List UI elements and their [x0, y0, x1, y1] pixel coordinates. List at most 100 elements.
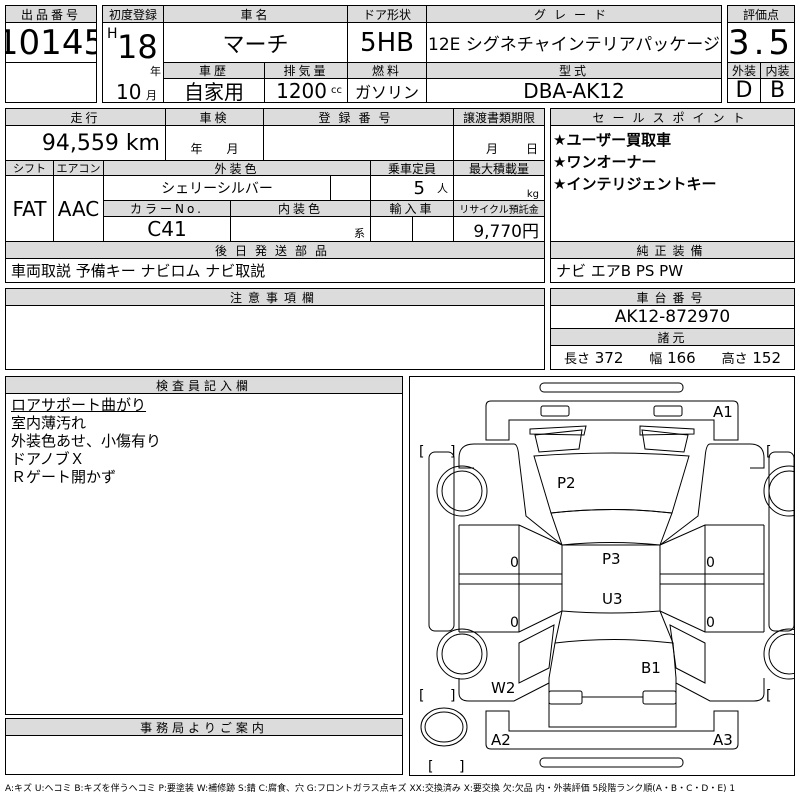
- model-code: DBA-AK12: [426, 78, 722, 103]
- exterior-label: 外装: [727, 62, 761, 79]
- shift-label: シフト: [5, 160, 54, 176]
- score-label: 評価点: [727, 5, 795, 23]
- year-unit: 年: [150, 65, 161, 78]
- exterior-grade: D: [727, 78, 761, 103]
- first-reg-label: 初度登録: [102, 5, 164, 23]
- mark-w2: W2: [491, 679, 515, 697]
- rear-bumper: [485, 710, 739, 750]
- svg-text:[: [: [419, 444, 424, 460]
- ext-color-extra: [330, 175, 371, 201]
- trunk: [548, 642, 677, 728]
- left-side: [428, 451, 455, 632]
- import-a: [370, 216, 413, 242]
- model-label: 型式: [426, 62, 722, 79]
- max-load-unit: kg: [453, 175, 545, 201]
- capacity-unit: 人: [437, 182, 448, 195]
- legend: A:キズ U:ヘコミ B:キズを伴うヘコミ P:要塗装 W:補修跡 S:錆 C:…: [5, 784, 736, 794]
- int-color-label: 内装色: [230, 200, 371, 217]
- height-label: 高さ: [721, 352, 748, 367]
- office-label: 事務局よりご案内: [5, 718, 403, 736]
- history-label: 車歴: [163, 62, 265, 79]
- grade-label: グレード: [426, 5, 722, 23]
- notes-label: 注意事項欄: [5, 288, 545, 306]
- color-no: C41: [103, 216, 231, 242]
- door-type: 5HB: [347, 22, 427, 63]
- reg-number: [263, 125, 454, 161]
- length-label: 長さ: [563, 352, 590, 367]
- era: H: [107, 26, 118, 42]
- inspector-label: 検査員記入欄: [5, 376, 403, 394]
- svg-text:]: ]: [450, 444, 455, 460]
- reg-month: 10: [116, 80, 142, 104]
- inspection-month-unit: 月: [226, 142, 239, 156]
- inspector-line: ドアノブＸ: [11, 450, 85, 468]
- inspection-cell: 年月: [165, 125, 264, 161]
- inspector-line: ロアサポート曲がり: [11, 396, 147, 414]
- damage-diagram: [][] [][] [] 0 0 0 0 A1 P2 P3 U3 B1 W2 A…: [409, 376, 795, 776]
- mark-b1: B1: [641, 659, 661, 677]
- width: 166: [667, 349, 696, 367]
- genuine-equipment: ナビ エアB PS PW: [550, 258, 795, 283]
- history: 自家用: [163, 78, 265, 103]
- windshield: [550, 509, 673, 546]
- zero-mark: 0: [510, 555, 519, 571]
- front-bar: [539, 382, 684, 393]
- mark-a3: A3: [713, 731, 733, 749]
- mark-p2: P2: [557, 474, 576, 492]
- int-color-unit: 系: [230, 216, 371, 242]
- zero-mark: 0: [706, 555, 715, 571]
- sales-points-label: セールスポイント: [550, 108, 795, 126]
- mark-a2: A2: [491, 731, 511, 749]
- svg-text:[: [: [766, 444, 771, 460]
- import-b: [412, 216, 454, 242]
- sales-point: ★ユーザー買取車: [553, 131, 672, 149]
- later-parts-label: 後日発送部品: [5, 241, 545, 259]
- car-outline: [][] [][] [] 0 0 0 0 A1 P2 P3 U3 B1 W2 A…: [419, 382, 794, 775]
- fuel-label: 燃料: [347, 62, 427, 79]
- svg-text:[: [: [428, 759, 433, 775]
- sales-points: ★ユーザー買取車 ★ワンオーナー ★インテリジェントキー: [550, 125, 795, 242]
- inspector-notes: ロアサポート曲がり 室内薄汚れ 外装色あせ、小傷有り ドアノブＸ Ｒゲート開かず: [5, 393, 403, 715]
- transfer-month-unit: 月: [485, 142, 498, 156]
- recycle-fee: 9,770円: [453, 216, 545, 242]
- displacement: 1200: [276, 78, 327, 103]
- transfer-cell: 月日: [453, 125, 545, 161]
- car-name-label: 車名: [163, 5, 348, 23]
- inspector-line: 外装色あせ、小傷有り: [11, 432, 162, 450]
- recycle-label: リサイクル預託金: [453, 200, 545, 217]
- inspector-line: 室内薄汚れ: [11, 414, 87, 432]
- lot-number: 10145: [5, 22, 97, 63]
- height: 152: [752, 349, 782, 367]
- month-unit: 月: [146, 89, 157, 102]
- capacity-label: 乗車定員: [370, 160, 454, 176]
- front-bumper: [485, 400, 739, 441]
- import-label: 輸入車: [370, 200, 454, 217]
- sales-point: ★インテリジェントキー: [553, 175, 717, 193]
- mark-a1: A1: [713, 403, 733, 421]
- ext-color-label: 外装色: [103, 160, 371, 176]
- sales-point: ★ワンオーナー: [553, 153, 657, 171]
- lot-label: 出品番号: [5, 5, 97, 23]
- aircon-label: エアコン: [53, 160, 104, 176]
- rear-bar: [539, 757, 684, 768]
- mark-u3: U3: [602, 590, 623, 608]
- grade: 12E シグネチャインテリアパッケージ: [426, 22, 722, 63]
- later-parts: 車両取説 予備キー ナビロム ナビ取説: [5, 258, 545, 283]
- width-label: 幅: [649, 352, 663, 367]
- fuel: ガソリン: [347, 78, 427, 103]
- mark-p3: P3: [602, 550, 621, 568]
- inspector-line: Ｒゲート開かず: [11, 468, 117, 486]
- reg-number-label: 登録番号: [263, 108, 454, 126]
- transfer-day-unit: 日: [525, 142, 538, 156]
- length: 372: [594, 349, 624, 367]
- transfer-label: 譲渡書類期限: [453, 108, 545, 126]
- score: 3.5: [727, 22, 795, 63]
- shift: FAT: [5, 175, 54, 242]
- zero-mark: 0: [706, 615, 715, 631]
- inspection-year-unit: 年: [190, 142, 203, 156]
- ext-color: シェリーシルバー: [103, 175, 331, 201]
- svg-text:]: ]: [459, 759, 464, 775]
- inspection-label: 車検: [165, 108, 264, 126]
- svg-text:[: [: [766, 688, 771, 704]
